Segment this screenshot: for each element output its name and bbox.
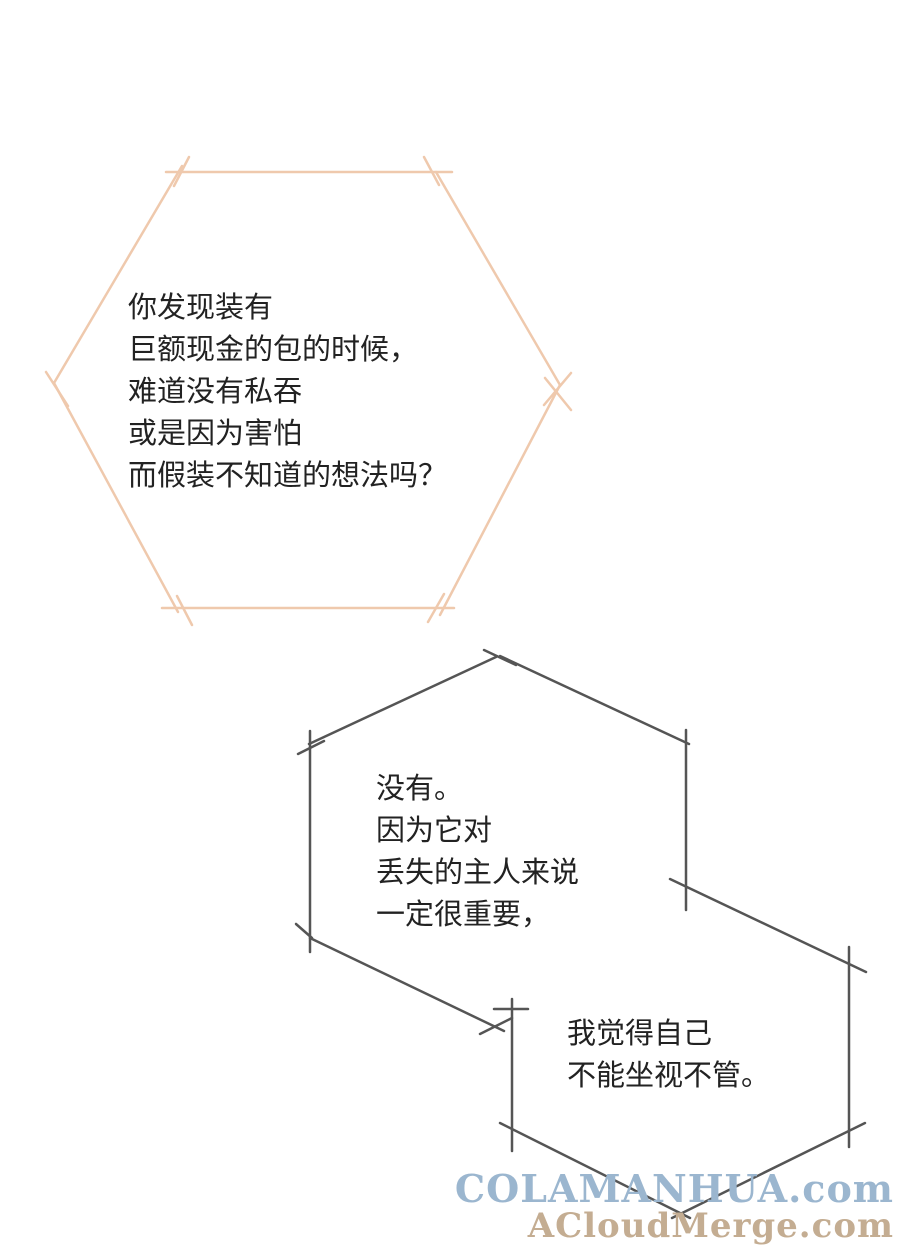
- speech-bubble-1-text: 你发现装有 巨额现金的包的时候， 难道没有私吞 或是因为害怕 而假装不知道的想法…: [128, 290, 448, 492]
- bubble-1-frame: [44, 155, 573, 627]
- bubble-3-frame: [492, 877, 868, 1220]
- speech-bubble-3-text: 我觉得自己 不能坐视不管。: [567, 1016, 771, 1092]
- speech-bubble-2-text: 没有。 因为它对 丢失的主人来说 一定很重要，: [376, 771, 580, 931]
- watermark-site-1: COLAMANHUA.com: [454, 1166, 894, 1211]
- bubble-2-frame: [294, 648, 691, 1036]
- watermark-site-2: ACloudMerge.com: [527, 1206, 894, 1246]
